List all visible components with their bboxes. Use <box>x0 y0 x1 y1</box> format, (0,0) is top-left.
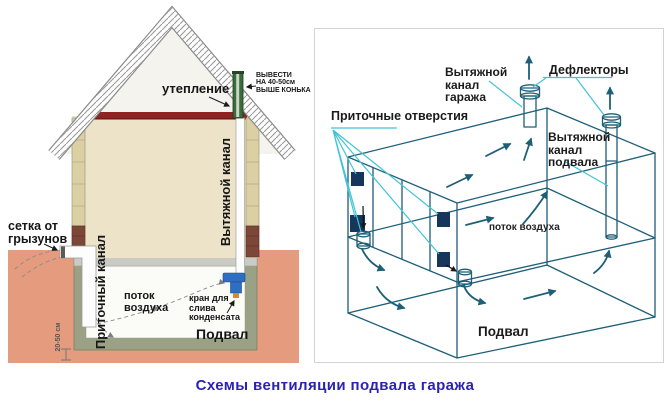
house-interior <box>72 116 259 258</box>
supply-opening <box>437 212 450 227</box>
basement-exhaust-label: Вытяжной канал подвала <box>548 130 611 170</box>
supply-pipe-stub <box>457 268 473 288</box>
attic-floor <box>85 112 247 119</box>
leader-lines <box>331 76 612 255</box>
air-flow-path <box>96 278 226 325</box>
garage-box-wireframe <box>347 107 656 359</box>
air-flow-label-right: поток воздуха <box>489 222 560 233</box>
garage-exhaust-label: Вытяжной канал гаража <box>445 65 508 105</box>
depth-dimension-marks <box>61 348 71 361</box>
supply-openings-label: Приточные отверстия <box>331 109 469 123</box>
basement-label: Подвал <box>196 326 249 342</box>
right-wall <box>245 117 260 258</box>
isometric-diagram <box>314 28 664 363</box>
basement-exhaust-pipe <box>601 113 622 240</box>
condensate-tap-label: кран для слива конденсата <box>189 293 241 323</box>
insulation-leader <box>208 96 231 107</box>
depth-label: 20-50 см <box>55 322 63 352</box>
air-flow-drop <box>95 317 115 338</box>
mesh-leader <box>43 243 59 251</box>
opening-to-pipe-arrow <box>445 264 458 272</box>
garage-exhaust-chimney <box>519 84 541 128</box>
exhaust-channel-label: Вытяжной канал <box>218 137 234 247</box>
basement-interior <box>85 265 246 339</box>
supply-channel-label: Приточный канал <box>93 234 109 350</box>
air-flow-tick <box>149 306 160 312</box>
air-flow-label: поток воздуха <box>124 290 169 314</box>
deflector-cap <box>601 113 622 129</box>
insulation-label: утепление <box>162 81 230 96</box>
deflector-cap <box>519 84 541 100</box>
air-flow-arrows <box>361 55 614 311</box>
exhaust-duct <box>235 117 245 275</box>
deflectors-label: Дефлекторы <box>549 63 629 77</box>
rodent-mesh-label: сетка от грызунов <box>8 219 68 247</box>
tap-leader <box>226 299 235 314</box>
diagram-caption: Схемы вентиляции подвала гаража <box>195 377 475 394</box>
basement-label-right: Подвал <box>478 324 529 339</box>
supply-opening <box>351 172 364 186</box>
condensate-tap <box>222 272 246 298</box>
roof <box>48 5 296 160</box>
roof-vent-pipe <box>232 71 244 119</box>
ridge-note-label: ВЫВЕСТИ НА 40-50см ВЫШЕ КОНЬКА <box>256 72 311 94</box>
house-cross-section <box>8 5 299 363</box>
intake-air-arc <box>21 256 63 278</box>
opening-to-pipe-arrow <box>360 205 367 230</box>
supply-pipe-stub <box>356 230 371 250</box>
supply-opening <box>437 252 450 267</box>
ridge-note-leader <box>245 83 257 90</box>
rodent-mesh-grate <box>61 246 65 258</box>
supply-duct <box>59 245 97 328</box>
